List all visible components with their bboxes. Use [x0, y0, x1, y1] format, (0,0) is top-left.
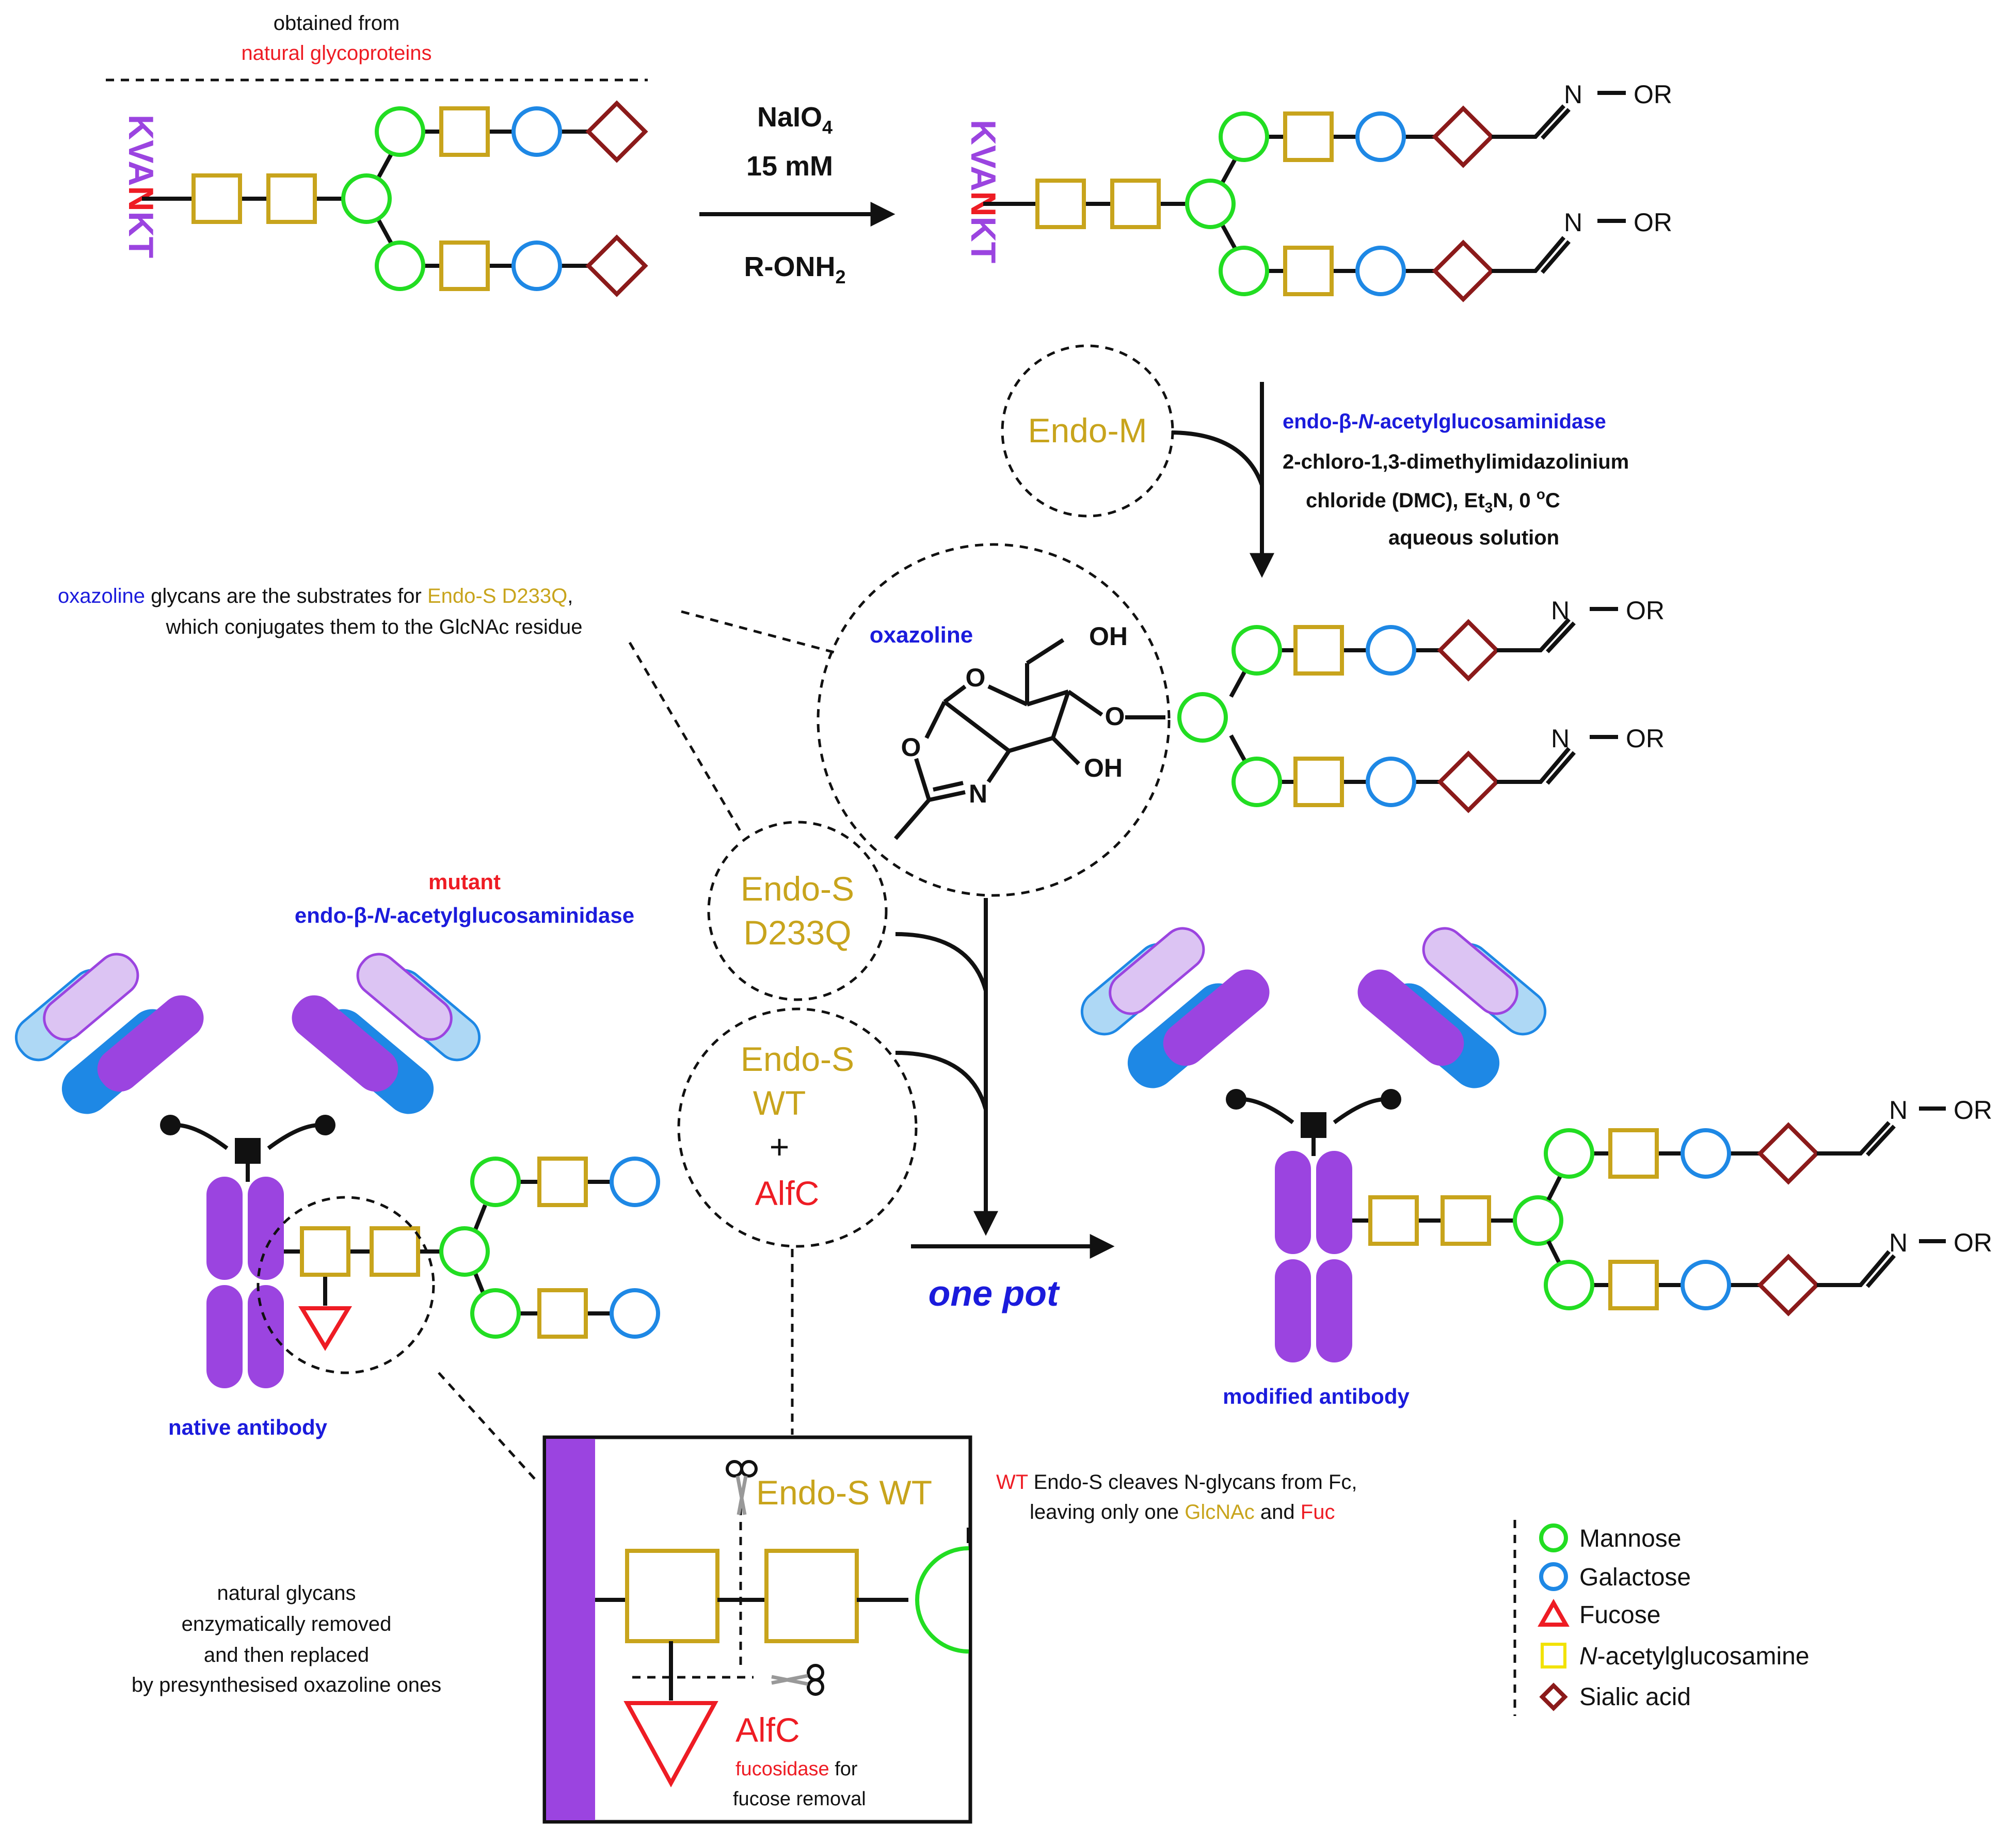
- glycan-oxazoline: [1177, 607, 1618, 813]
- peptide-kvankt-right: KVANKT: [964, 120, 1003, 263]
- native-antibody-label: native antibody: [168, 1415, 328, 1439]
- oxime-n-bottom1: N: [1889, 1096, 1908, 1125]
- oxime-or-top2: OR: [1634, 208, 1672, 237]
- oxime-n-top2: N: [1564, 208, 1582, 237]
- condition-line2: chloride (DMC), Et3N, 0 oC: [1306, 486, 1560, 516]
- oxime-n-bottom2: N: [1889, 1228, 1908, 1257]
- legend-sialic-label: Sialic acid: [1579, 1683, 1691, 1711]
- left-note-line3: and then replaced: [204, 1644, 369, 1666]
- wt-curved-arrow: [895, 1051, 988, 1111]
- inset-endo-s-wt-label: Endo-S WT: [756, 1473, 932, 1512]
- oxazoline-n: N: [969, 779, 987, 808]
- inset-box: [542, 1435, 972, 1824]
- oxime-n-top1: N: [1564, 80, 1582, 109]
- wt-note-line2: leaving only one GlcNAc and Fuc: [1030, 1501, 1335, 1523]
- reagent-aminooxy: R-ONH2: [744, 251, 845, 287]
- endo-s-d233q-label2: D233Q: [743, 913, 851, 952]
- peptide-kvankt-left: KVANKT: [121, 115, 161, 258]
- native-core-circle: [257, 1196, 435, 1374]
- callout-line-d233q: [628, 641, 745, 837]
- inset-fucosidase-line2: fucose removal: [733, 1788, 866, 1810]
- glycan-oxime-top: [983, 91, 1626, 302]
- mutant-label: mutant: [428, 870, 501, 894]
- reagent-naio4: NaIO4: [757, 102, 833, 138]
- oxazoline-structure: [893, 638, 1165, 840]
- oxazoline-oh2: OH: [1084, 753, 1123, 782]
- left-note-line1: natural glycans: [217, 1582, 356, 1605]
- legend-mannose-label: Mannose: [1579, 1525, 1681, 1552]
- legend-glcnac-icon: [1541, 1643, 1566, 1668]
- plus-sign: +: [770, 1128, 790, 1166]
- oxime-or-mid1: OR: [1626, 596, 1665, 625]
- oxazoline-note-line2: which conjugates them to the GlcNAc resi…: [165, 616, 582, 638]
- endo-s-wt-alfc-circle: [677, 1007, 918, 1248]
- oxazoline-circle: [817, 543, 1171, 897]
- endo-m-curved-arrow: [1171, 430, 1264, 486]
- d233q-curved-arrow: [895, 932, 988, 992]
- oxime-n-mid2: N: [1551, 724, 1570, 753]
- oxime-or-bottom2: OR: [1954, 1228, 1992, 1257]
- condition-line1: 2-chloro-1,3-dimethylimidazolinium: [1283, 451, 1629, 473]
- left-note-line4: by presynthesised oxazoline ones: [132, 1674, 441, 1696]
- left-note-line2: enzymatically removed: [182, 1613, 392, 1635]
- endo-s-d233q-circle: [707, 821, 888, 1001]
- inset-fucosidase-line1: fucosidase for: [735, 1758, 858, 1780]
- oxazoline-ox-o: O: [901, 733, 921, 762]
- wt-note-line1: WT Endo-S cleaves N-glycans from Fc,: [996, 1471, 1357, 1494]
- source-label-line1: obtained from: [274, 12, 400, 35]
- reagent-concentration: 15 mM: [746, 151, 833, 182]
- legend-fucose-label: Fucose: [1579, 1601, 1660, 1629]
- modified-antibody-label: modified antibody: [1223, 1384, 1410, 1408]
- legend: [1513, 1520, 1570, 1716]
- condition-line3: aqueous solution: [1388, 526, 1559, 549]
- glycan-natural: [142, 100, 648, 297]
- endo-s-wt-label2: WT: [753, 1084, 806, 1122]
- svg-text:KVANKT: KVANKT: [964, 120, 1003, 263]
- endo-s-d233q-label1: Endo-S: [741, 870, 854, 908]
- oxazoline-link-o: O: [1105, 702, 1125, 731]
- oxime-or-bottom1: OR: [1954, 1096, 1992, 1125]
- callout-line-oxazoline: [681, 610, 837, 654]
- legend-fucose-icon: [1538, 1598, 1570, 1627]
- native-antibody: [14, 953, 660, 1388]
- modified-antibody: [1080, 927, 1946, 1362]
- oxime-or-mid2: OR: [1626, 724, 1665, 753]
- inset-alfc-label: AlfC: [735, 1711, 800, 1749]
- callout-line-native: [438, 1372, 538, 1482]
- endo-m-label: Endo-M: [1028, 411, 1147, 450]
- oxazoline-oh1: OH: [1089, 622, 1128, 651]
- mutant-enzyme-name: endo-β-N-acetylglucosaminidase: [295, 903, 634, 927]
- oxime-or-top1: OR: [1634, 80, 1672, 109]
- oxazoline-ring-o: O: [966, 663, 986, 692]
- legend-glcnac-label: N-acetylglucosamine: [1579, 1643, 1810, 1670]
- oxazoline-note-line1: oxazoline glycans are the substrates for…: [58, 585, 573, 607]
- legend-mannose-icon: [1539, 1523, 1568, 1552]
- legend-galactose-icon: [1539, 1562, 1568, 1591]
- alfc-label: AlfC: [755, 1174, 820, 1212]
- one-pot-label: one pot: [929, 1273, 1060, 1313]
- legend-galactose-label: Galactose: [1579, 1564, 1691, 1591]
- oxazoline-label: oxazoline: [870, 622, 973, 648]
- svg-text:KVANKT: KVANKT: [121, 115, 161, 258]
- source-label-line2: natural glycoproteins: [241, 42, 431, 65]
- legend-sialic-icon: [1539, 1682, 1568, 1711]
- oxime-n-mid1: N: [1551, 596, 1570, 625]
- endo-s-wt-label1: Endo-S: [741, 1040, 854, 1078]
- endo-m-enzyme-name: endo-β-N-acetylglucosaminidase: [1283, 410, 1606, 433]
